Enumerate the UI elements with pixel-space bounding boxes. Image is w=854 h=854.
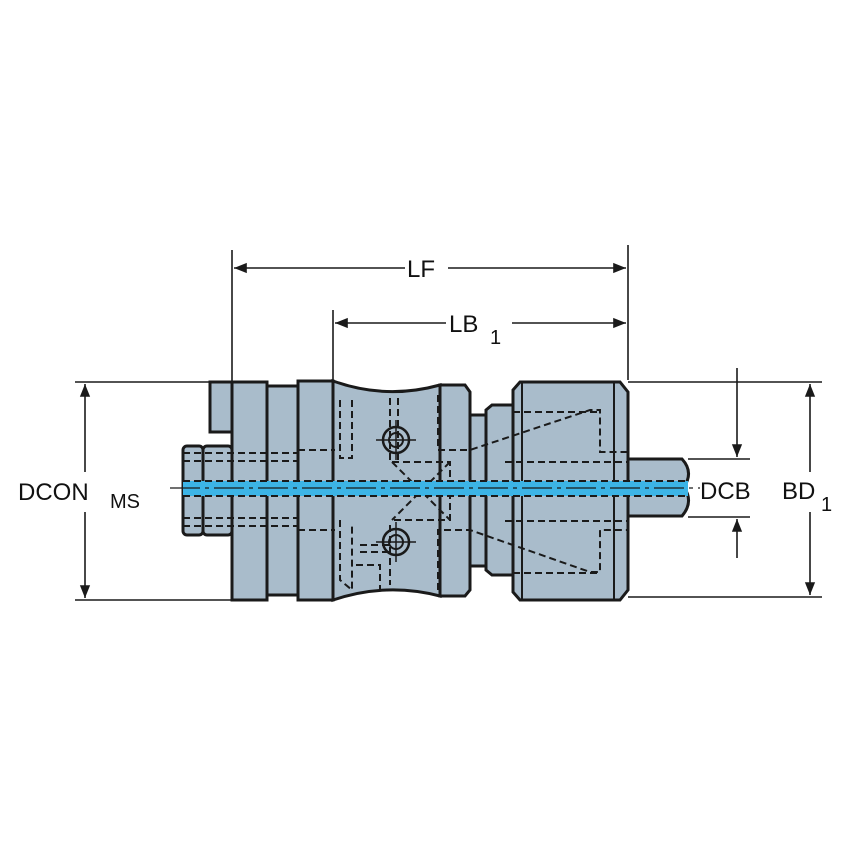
svg-text:1: 1 bbox=[490, 327, 501, 349]
dimension-bd1: BD 1 bbox=[782, 383, 832, 595]
svg-text:MS: MS bbox=[110, 491, 140, 513]
hidden-lines bbox=[183, 395, 628, 593]
drive-key bbox=[208, 380, 234, 434]
label-dcb: DCB bbox=[700, 478, 751, 505]
dimension-dcb: DCB bbox=[700, 368, 751, 558]
label-lb1: LB bbox=[449, 311, 478, 338]
screw-top-icon bbox=[376, 420, 416, 460]
label-lf: LF bbox=[407, 256, 435, 283]
svg-text:1: 1 bbox=[821, 494, 832, 516]
label-bd1: BD bbox=[782, 478, 815, 505]
dimension-dcon-ms: DCON MS bbox=[18, 383, 140, 598]
screw-bottom-icon bbox=[376, 522, 416, 562]
dimension-lb1: LB 1 bbox=[334, 311, 626, 349]
dimension-lf: LF bbox=[234, 256, 626, 283]
extension-lines bbox=[75, 245, 822, 601]
label-dcon: DCON bbox=[18, 479, 89, 506]
